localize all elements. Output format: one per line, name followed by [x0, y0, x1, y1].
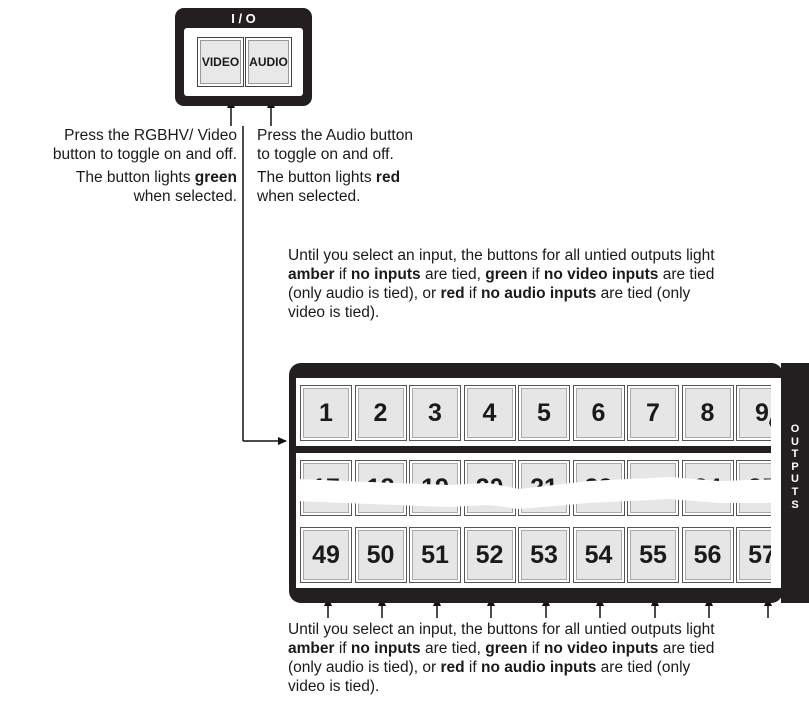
- video-note: Press the RGBHV/ Video button to toggle …: [0, 126, 237, 206]
- outputs-side-letter: U: [791, 473, 799, 486]
- status-note-top-line3: (only audio is tied), or red if no audio…: [288, 284, 808, 303]
- green-label: green: [485, 640, 528, 657]
- amber-label: amber: [288, 640, 335, 657]
- outputs-side-letter: T: [791, 448, 799, 461]
- status-note-top: Until you select an input, the buttons f…: [288, 246, 808, 322]
- video-note-line4: when selected.: [133, 188, 237, 205]
- text: are tied (only: [596, 285, 691, 302]
- no-audio-inputs-label: no audio inputs: [481, 285, 597, 302]
- text: are tied (only: [596, 659, 691, 676]
- video-note-line3-text: The button lights: [75, 169, 195, 186]
- no-video-inputs-label: no video inputs: [543, 640, 659, 657]
- audio-note-line2: to toggle on and off.: [257, 146, 394, 163]
- amber-label: amber: [288, 266, 335, 283]
- io-panel-title: I / O: [231, 11, 256, 26]
- audio-note-line4: when selected.: [257, 188, 361, 205]
- io-panel: I / O VIDEO AUDIO: [175, 8, 312, 106]
- outputs-side-letter: P: [791, 460, 799, 473]
- output-button-6[interactable]: 6: [572, 385, 625, 441]
- status-note-bottom-line2: amber if no inputs are tied, green if no…: [288, 639, 808, 658]
- output-button-8[interactable]: 8: [681, 385, 734, 441]
- video-note-color: green: [194, 169, 237, 186]
- output-button-55[interactable]: 55: [627, 527, 679, 583]
- text: are tied,: [420, 266, 486, 283]
- text: are tied: [658, 640, 715, 657]
- audio-note-color: red: [375, 169, 401, 186]
- text: if: [464, 659, 481, 676]
- audio-note-line1: Press the Audio button: [257, 127, 413, 144]
- torn-edge: [771, 378, 783, 588]
- text: (only audio is tied), or: [288, 659, 441, 676]
- output-button-53[interactable]: 53: [518, 527, 570, 583]
- output-button-4[interactable]: 4: [463, 385, 516, 441]
- io-button-area: VIDEO AUDIO: [184, 28, 303, 96]
- status-note-bottom-line4: video is tied).: [288, 678, 380, 695]
- no-inputs-label: no inputs: [350, 266, 421, 283]
- video-note-line3: The button lights green: [0, 168, 237, 187]
- output-button-2[interactable]: 2: [354, 385, 407, 441]
- video-button[interactable]: VIDEO: [197, 37, 244, 87]
- audio-note: Press the Audio button to toggle on and …: [257, 126, 517, 206]
- output-button-5[interactable]: 5: [518, 385, 570, 441]
- audio-note-line3-text: The button lights: [257, 169, 376, 186]
- video-note-line2: button to toggle on and off.: [52, 146, 237, 163]
- no-inputs-label: no inputs: [350, 640, 421, 657]
- audio-note-line3: The button lights red: [257, 168, 517, 187]
- text: if: [464, 285, 481, 302]
- audio-button[interactable]: AUDIO: [245, 37, 292, 87]
- output-button-52[interactable]: 52: [463, 527, 516, 583]
- text: are tied: [658, 266, 715, 283]
- status-note-bottom-line3: (only audio is tied), or red if no audio…: [288, 658, 808, 677]
- outputs-side-letter: O: [790, 423, 800, 435]
- output-button-51[interactable]: 51: [409, 527, 461, 583]
- green-label: green: [485, 266, 528, 283]
- text: (only audio is tied), or: [288, 285, 441, 302]
- video-note-line1: Press the RGBHV/ Video: [64, 127, 237, 144]
- status-note-bottom: Until you select an input, the buttons f…: [288, 620, 808, 696]
- output-button-3[interactable]: 3: [409, 385, 461, 441]
- output-button-56[interactable]: 56: [681, 527, 734, 583]
- row-break: [296, 363, 783, 509]
- output-button-7[interactable]: 7: [627, 385, 679, 441]
- text: if: [334, 640, 351, 657]
- status-note-bottom-line1: Until you select an input, the buttons f…: [288, 621, 715, 638]
- outputs-side-letter: T: [791, 485, 799, 498]
- text: if: [527, 640, 544, 657]
- output-button-50[interactable]: 50: [354, 527, 407, 583]
- output-button-49[interactable]: 49: [300, 527, 352, 583]
- status-note-top-line4: video is tied).: [288, 304, 380, 321]
- text: are tied,: [420, 640, 486, 657]
- text: if: [334, 266, 351, 283]
- outputs-side-letter: S: [791, 498, 799, 511]
- no-audio-inputs-label: no audio inputs: [481, 659, 597, 676]
- output-button-1[interactable]: 1: [300, 385, 352, 441]
- output-button-54[interactable]: 54: [572, 527, 625, 583]
- red-label: red: [440, 285, 465, 302]
- outputs-side-letter: U: [791, 435, 799, 448]
- text: if: [527, 266, 544, 283]
- red-label: red: [440, 659, 465, 676]
- status-note-top-line1: Until you select an input, the buttons f…: [288, 247, 715, 264]
- status-note-top-line2: amber if no inputs are tied, green if no…: [288, 265, 808, 284]
- no-video-inputs-label: no video inputs: [543, 266, 659, 283]
